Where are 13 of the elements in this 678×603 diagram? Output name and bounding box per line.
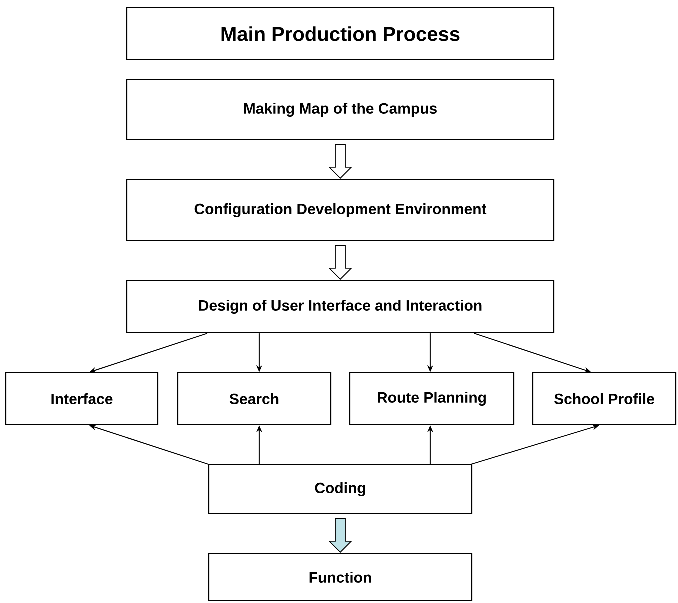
title-box: Main Production Process — [126, 7, 555, 61]
process-box: Function — [208, 553, 473, 602]
process-box: School Profile — [532, 372, 677, 426]
process-box: Design of User Interface and Interaction — [126, 280, 555, 334]
block-arrow — [328, 518, 353, 554]
block-arrow — [328, 245, 353, 280]
process-box: Route Planning — [349, 372, 515, 426]
process-box: Making Map of the Campus — [126, 79, 555, 141]
process-box: Coding — [208, 464, 473, 515]
process-box: Search — [177, 372, 332, 426]
process-box: Interface — [5, 372, 159, 426]
block-arrow — [328, 144, 353, 180]
process-box: Configuration Development Environment — [126, 179, 555, 242]
